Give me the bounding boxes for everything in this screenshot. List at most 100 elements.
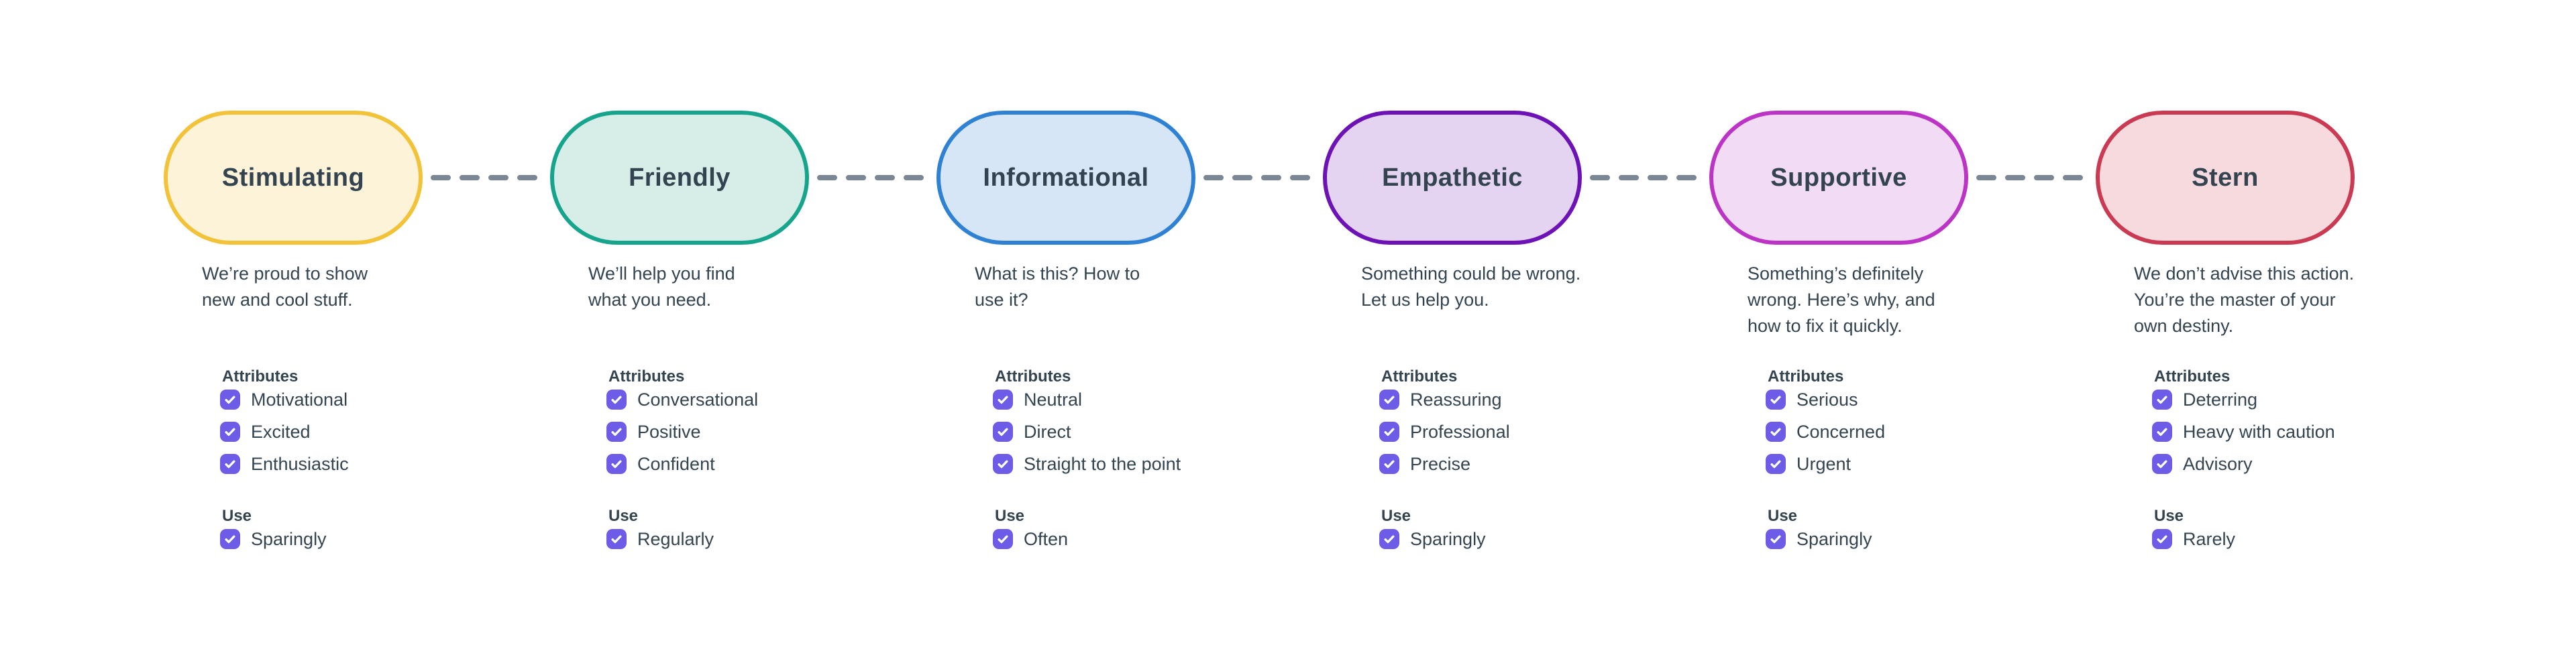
- attributes-list: Neutral Direct Straight to the point: [993, 390, 1195, 474]
- checkmark-icon: [611, 428, 622, 436]
- checkbox-row[interactable]: Rarely: [2152, 529, 2355, 549]
- checkbox-label: Professional: [1410, 422, 1510, 442]
- checkbox-row[interactable]: Neutral: [993, 390, 1195, 410]
- checkbox[interactable]: [1766, 390, 1786, 410]
- checkmark-icon: [1770, 535, 1781, 544]
- checkbox[interactable]: [1766, 454, 1786, 474]
- checkbox[interactable]: [1379, 422, 1399, 442]
- use-list: Sparingly: [220, 529, 423, 549]
- tone-column: Friendly We’ll help you find what you ne…: [550, 111, 928, 561]
- checkbox[interactable]: [993, 529, 1013, 549]
- checkbox-label: Advisory: [2183, 454, 2253, 474]
- use-header: Use: [1381, 507, 1411, 525]
- checkbox-label: Regularly: [637, 529, 714, 549]
- checkmark-icon: [998, 535, 1008, 544]
- checkmark-icon: [1770, 428, 1781, 436]
- checkbox-row[interactable]: Positive: [606, 422, 809, 442]
- attributes-section: Attributes Conversational Positive Confi…: [606, 365, 809, 474]
- attributes-section: Attributes Reassuring Professional Preci…: [1379, 365, 1582, 474]
- checkbox[interactable]: [2152, 390, 2172, 410]
- checkbox[interactable]: [606, 422, 627, 442]
- checkmark-icon: [2157, 535, 2167, 544]
- use-header: Use: [995, 507, 1025, 525]
- checkmark-icon: [225, 460, 235, 469]
- checkbox-row[interactable]: Straight to the point: [993, 454, 1195, 474]
- checkbox[interactable]: [2152, 454, 2172, 474]
- attributes-header: Attributes: [2154, 367, 2231, 386]
- checkbox-row[interactable]: Enthusiastic: [220, 454, 423, 474]
- checkbox-label: Urgent: [1796, 454, 1851, 474]
- tone-pill: Supportive: [1709, 111, 1968, 245]
- tone-pill: Empathetic: [1323, 111, 1582, 245]
- use-header: Use: [1768, 507, 1798, 525]
- checkbox[interactable]: [993, 390, 1013, 410]
- use-section: Use Rarely: [2152, 505, 2355, 549]
- checkbox-row[interactable]: Confident: [606, 454, 809, 474]
- checkbox-row[interactable]: Advisory: [2152, 454, 2355, 474]
- checkbox[interactable]: [606, 390, 627, 410]
- checkbox-row[interactable]: Regularly: [606, 529, 809, 549]
- checkbox[interactable]: [993, 454, 1013, 474]
- tone-pill: Stern: [2096, 111, 2355, 245]
- checkbox[interactable]: [1766, 422, 1786, 442]
- checkbox-row[interactable]: Sparingly: [1379, 529, 1582, 549]
- checkmark-icon: [1384, 460, 1395, 469]
- checkbox[interactable]: [220, 390, 240, 410]
- checkbox-row[interactable]: Heavy with caution: [2152, 422, 2355, 442]
- checkbox-row[interactable]: Reassuring: [1379, 390, 1582, 410]
- checkbox[interactable]: [220, 454, 240, 474]
- checkbox-row[interactable]: Concerned: [1766, 422, 1968, 442]
- use-list: Sparingly: [1766, 529, 1968, 549]
- checkbox-row[interactable]: Often: [993, 529, 1195, 549]
- checkbox-row[interactable]: Excited: [220, 422, 423, 442]
- checkbox-label: Heavy with caution: [2183, 422, 2335, 442]
- checkmark-icon: [1384, 535, 1395, 544]
- checkmark-icon: [1384, 428, 1395, 436]
- tone-column: Empathetic Something could be wrong. Let…: [1323, 111, 1701, 561]
- checkbox-label: Serious: [1796, 390, 1858, 410]
- checkbox[interactable]: [1379, 529, 1399, 549]
- checkbox-row[interactable]: Precise: [1379, 454, 1582, 474]
- checkbox[interactable]: [1379, 454, 1399, 474]
- checkbox[interactable]: [220, 529, 240, 549]
- checkbox[interactable]: [606, 454, 627, 474]
- tone-column: Supportive Something’s definitely wrong.…: [1709, 111, 2088, 561]
- checkbox-row[interactable]: Serious: [1766, 390, 1968, 410]
- checkbox[interactable]: [993, 422, 1013, 442]
- checkbox-row[interactable]: Professional: [1379, 422, 1582, 442]
- checkbox[interactable]: [606, 529, 627, 549]
- use-header: Use: [222, 507, 252, 525]
- dashed-line-icon: [817, 175, 928, 180]
- checkbox[interactable]: [1379, 390, 1399, 410]
- checkbox-label: Reassuring: [1410, 390, 1502, 410]
- checkbox[interactable]: [2152, 422, 2172, 442]
- checkbox[interactable]: [2152, 529, 2172, 549]
- checkbox-row[interactable]: Direct: [993, 422, 1195, 442]
- connector-dashed-line: [1203, 175, 1315, 180]
- connector-dashed-line: [817, 175, 928, 180]
- checkbox-label: Precise: [1410, 454, 1471, 474]
- checkbox-label: Positive: [637, 422, 701, 442]
- tone-description: We don’t advise this action. You’re the …: [2134, 263, 2355, 336]
- checkmark-icon: [1770, 396, 1781, 404]
- checkbox-row[interactable]: Sparingly: [220, 529, 423, 549]
- attributes-section: Attributes Deterring Heavy with caution …: [2152, 365, 2355, 474]
- checkbox[interactable]: [1766, 529, 1786, 549]
- checkbox-row[interactable]: Urgent: [1766, 454, 1968, 474]
- checkbox-label: Rarely: [2183, 529, 2236, 549]
- checkmark-icon: [225, 396, 235, 404]
- checkmark-icon: [611, 535, 622, 544]
- checkbox-label: Conversational: [637, 390, 759, 410]
- checkbox-row[interactable]: Motivational: [220, 390, 423, 410]
- use-section: Use Regularly: [606, 505, 809, 549]
- checkbox-row[interactable]: Deterring: [2152, 390, 2355, 410]
- checkbox-label: Often: [1024, 529, 1069, 549]
- checkbox[interactable]: [220, 422, 240, 442]
- checkbox-label: Enthusiastic: [251, 454, 349, 474]
- checkbox-row[interactable]: Conversational: [606, 390, 809, 410]
- checkbox-label: Direct: [1024, 422, 1071, 442]
- connector-dashed-line: [431, 175, 542, 180]
- checkbox-row[interactable]: Sparingly: [1766, 529, 1968, 549]
- tone-description: We’re proud to show new and cool stuff.: [202, 263, 368, 310]
